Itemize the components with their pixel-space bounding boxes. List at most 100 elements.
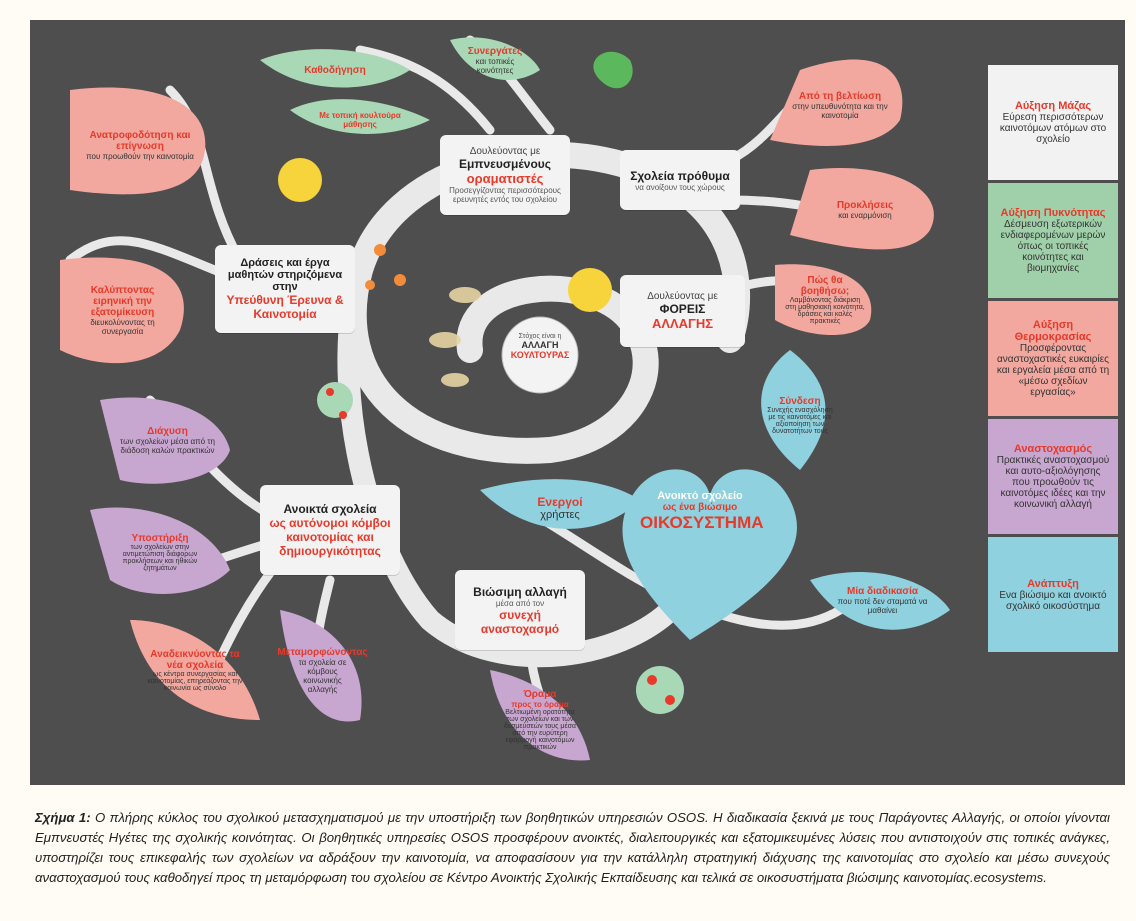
node-sub: μέσα από τον xyxy=(495,598,545,608)
side-title: Αναστοχασμός xyxy=(1013,443,1093,455)
leaf-challenges: Προκλήσεις και εναρμόνιση xyxy=(800,170,930,250)
center-line1: Στόχος είναι η xyxy=(518,333,562,340)
leaf-never-stops: Μία διαδικασία που ποτέ δεν σταματά να μ… xyxy=(815,565,950,635)
leaf-sub: και εναρμόνιση xyxy=(838,211,892,220)
side-box-development: Ανάπτυξη Ενα βιώσιμο και ανοικτό σχολικό… xyxy=(988,537,1118,652)
node-open-schools: Ανοικτά σχολεία ως αυτόνομοι κόμβοι καιν… xyxy=(260,485,400,575)
node-pre: Δουλεύοντας με xyxy=(647,291,718,302)
leaf-facilitation: Διάχυση των σχολείων μέσα από τη διάδοση… xyxy=(105,395,230,485)
leaf-title: Διάχυση xyxy=(147,425,188,437)
leaf-sub: που ποτέ δεν σταματά να μαθαίνει xyxy=(837,596,928,615)
leaf-title: Ενεργοί xyxy=(537,495,583,509)
node-title: Βιώσιμη αλλαγή xyxy=(473,584,567,599)
leaf-title: Μεταμορφώνοντας xyxy=(277,646,368,658)
leaf-sub: και τοπικές κοινότητες xyxy=(475,56,515,75)
leaf-sub: χρήστες xyxy=(540,509,580,521)
leaf-revealing: Αναδεικνύοντας τα νέα σχολεία ως κέντρα … xyxy=(130,620,260,720)
leaf-title: Από τη βελτίωση xyxy=(798,90,882,102)
leaf-support: Υποστήριξη των σχολείων στην αντιμετώπισ… xyxy=(95,505,225,600)
leaf-active-users: Ενεργοί χρήστες xyxy=(485,478,635,538)
node-change-agents: Δουλεύοντας με ΦΟΡΕΙΣ ΑΛΛΑΓΗΣ xyxy=(620,275,745,347)
center-line3: ΚΟΥΛΤΟΥΡΑΣ xyxy=(510,350,570,360)
side-title: Αύξηση Θερμοκρασίας xyxy=(1014,319,1092,343)
purple-leaf-shapes xyxy=(90,397,590,761)
decorations xyxy=(278,51,684,714)
node-red: ως αυτόνομοι κόμβοι καινοτομίας και δημι… xyxy=(269,516,391,558)
node-title: Δράσεις και έργα μαθητών στηριζόμενα στη… xyxy=(227,257,343,293)
heart-label: Ανοικτό σχολείο ως ένα βιώσιμο ΟΙΚΟΣΥΣΤΗ… xyxy=(640,490,764,533)
leaf-title: Ανατροφοδότηση και επίγνωση xyxy=(89,129,191,152)
leaf-sub: των σχολείων μέσα από τη διάδοση καλών π… xyxy=(120,436,215,455)
leaf-title: Υποστήριξη xyxy=(131,533,189,544)
side-box-reflection: Αναστοχασμός Πρακτικές αναστοχασμού και … xyxy=(988,419,1118,534)
heart-line2: ως ένα βιώσιμο xyxy=(662,502,738,513)
leaf-from-improvement: Από τη βελτίωση στην υπευθυνότητα και τη… xyxy=(775,60,905,150)
side-title: Αύξηση Πυκνότητας xyxy=(1000,207,1106,219)
node-inspired-visionaries: Δουλεύοντας με Εμπνευσμένους οραματιστές… xyxy=(440,135,570,215)
leaf-title: Αναδεικνύοντας τα νέα σχολεία xyxy=(150,648,240,671)
side-box-density: Αύξηση Πυκνότητας Δέσμευση εξωτερικών εν… xyxy=(988,183,1118,298)
node-sub: Προσεγγίζοντας περισσότερους ερευνητές ε… xyxy=(449,186,561,204)
leaf-sub: των σχολείων στην αντιμετώπιση διάφορων … xyxy=(122,544,198,572)
node-title: Ανοικτά σχολεία xyxy=(283,502,377,516)
side-body: Πρακτικές αναστοχασμού και αυτο-αξιολόγη… xyxy=(996,455,1110,510)
leaf-connection: Σύνδεση Συνεχής ενασχόληση με τις καινοτ… xyxy=(750,365,850,465)
node-red: οραματιστές xyxy=(466,171,544,186)
leaf-supporting: Καλύπτοντας ειρηνική την εξατομίκευση δι… xyxy=(60,260,185,360)
side-box-mass: Αύξηση Μάζας Εύρεση περισσότερων καινοτό… xyxy=(988,65,1118,180)
node-title: ΦΟΡΕΙΣ xyxy=(659,302,706,316)
blue-leaf-shapes xyxy=(480,350,950,630)
lower-ribbon xyxy=(337,259,691,668)
leaf-sub: που προωθούν την καινοτομία xyxy=(86,151,194,161)
node-student-activities: Δράσεις και έργα μαθητών στηριζόμενα στη… xyxy=(215,245,355,333)
leaf-title: Συνεργάτες xyxy=(467,45,523,57)
caption-text: Ο πλήρης κύκλος του σχολικού μετασχηματι… xyxy=(35,810,1110,885)
leaf-sub: στην υπευθυνότητα και την καινοτομία xyxy=(792,101,888,120)
node-ready-schools: Σχολεία πρόθυμα να ανοίξουν τους χώρους xyxy=(620,150,740,210)
side-body: Εύρεση περισσότερων καινοτόμων ατόμων στ… xyxy=(999,112,1107,145)
leaf-guidance: Καθοδήγηση xyxy=(260,50,410,90)
heart-shape xyxy=(622,469,797,640)
diagram-artwork xyxy=(60,35,950,761)
side-body: Ενα βιώσιμο και ανοικτό σχολικό οικοσύστ… xyxy=(999,589,1107,612)
node-sub: να ανοίξουν τους χώρους xyxy=(635,182,725,192)
leaf-sub: διευκολύνοντας τη συνεργασία xyxy=(90,317,155,336)
figure-caption: Σχήμα 1: Ο πλήρης κύκλος του σχολικού με… xyxy=(35,808,1110,888)
leaf-vision: Όραμα προς το όραμα Βελτιωμένη ορατότητα… xyxy=(485,670,595,770)
figure-canvas: Στόχος είναι η ΑΛΛΑΓΗ ΚΟΥΛΤΟΥΡΑΣ Δουλεύο… xyxy=(30,20,1125,785)
node-sustainable-change: Βιώσιμη αλλαγή μέσα από τον συνεχή αναστ… xyxy=(455,570,585,650)
leaf-sub: Με τοπική κουλτούρα μάθησης xyxy=(319,111,401,129)
side-body: Δέσμευση εξωτερικών ενδιαφερομένων μερών… xyxy=(1000,219,1106,274)
node-title: Σχολεία πρόθυμα xyxy=(630,168,730,183)
leaf-transforming: Μεταμορφώνοντας τα σχολεία σε κόμβους κο… xyxy=(275,620,370,720)
heart-line3: ΟΙΚΟΣΥΣΤΗΜΑ xyxy=(640,513,764,532)
side-box-temperature: Αύξηση Θερμοκρασίας Προσφέροντας αναστοχ… xyxy=(988,301,1118,416)
leaf-title: Μία διαδικασία xyxy=(846,585,919,597)
leaf-title: Σύνδεση xyxy=(779,395,821,407)
side-body: Προσφέροντας αναστοχαστικές ευκαιρίες κα… xyxy=(996,343,1110,398)
leaf-how-help: Πώς θα βοηθήσω; Λαμβάνοντας διάκριση στη… xyxy=(770,265,880,335)
caption-label: Σχήμα 1: xyxy=(35,810,91,825)
node-red: συνεχή αναστοχασμό xyxy=(480,607,560,636)
leaf-sub: Λαμβάνοντας διάκριση στη μαθησιακή κοινό… xyxy=(785,297,865,325)
leaf-body: Βελτιωμένη ορατότητα των σχολείων και τω… xyxy=(504,709,576,751)
leaf-title: Καλύπτοντας ειρηνική την εξατομίκευση xyxy=(90,284,155,318)
center-label: Στόχος είναι η ΑΛΛΑΓΗ ΚΟΥΛΤΟΥΡΑΣ xyxy=(502,333,578,360)
leaf-title: Καθοδήγηση xyxy=(304,64,366,76)
heart-line1: Ανοικτό σχολείο xyxy=(657,490,743,502)
leaf-title: Πώς θα βοηθήσω; xyxy=(800,275,850,297)
leaf-sub: Συνεχής ενασχόληση με τις καινοτόμες και… xyxy=(767,406,833,435)
green-leaf-shapes xyxy=(260,37,540,134)
pink-leaf-shapes xyxy=(60,59,934,720)
node-title: Εμπνευσμένους xyxy=(458,157,552,171)
side-title: Ανάπτυξη xyxy=(1027,577,1079,590)
node-red: Υπεύθυνη Έρευνα & Καινοτομία xyxy=(226,293,344,321)
side-title: Αύξηση Μάζας xyxy=(1014,100,1092,112)
leaf-partners: Συνεργάτες και τοπικές κοινότητες xyxy=(445,35,545,85)
leaf-local-learning: Με τοπική κουλτούρα μάθησης xyxy=(290,100,430,140)
leaf-sub: προς το όραμα xyxy=(511,700,569,709)
center-circle xyxy=(501,316,579,394)
leaf-sub: τα σχολεία σε κόμβους κοινωνικής αλλαγής xyxy=(298,657,347,694)
node-pre: Δουλεύοντας με xyxy=(469,146,541,157)
leaf-feedback: Ανατροφοδότηση και επίγνωση που προωθούν… xyxy=(70,95,210,195)
